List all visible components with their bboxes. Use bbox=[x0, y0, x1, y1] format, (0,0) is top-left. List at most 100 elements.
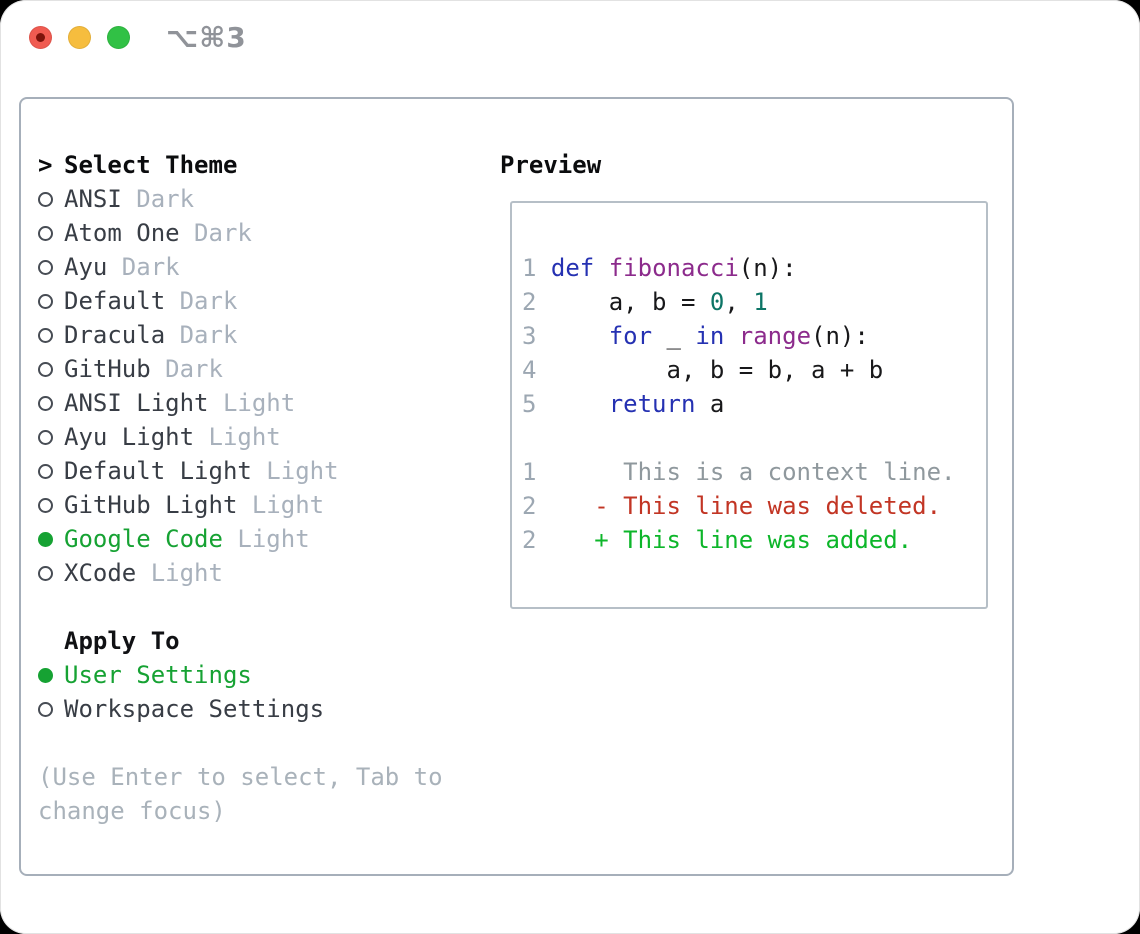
theme-radio-marker bbox=[38, 284, 64, 318]
theme-radio-marker bbox=[38, 522, 64, 556]
line-number: 5 bbox=[522, 390, 551, 418]
radio-unselected-icon bbox=[38, 497, 53, 513]
radio-unselected-icon bbox=[38, 225, 53, 241]
radio-unselected-icon bbox=[38, 395, 53, 411]
theme-option-row-0[interactable]: ANSI Dark bbox=[38, 182, 339, 216]
theme-name: Atom One bbox=[64, 219, 180, 247]
code-token-keyword: in bbox=[695, 322, 725, 350]
code-token-plain bbox=[551, 390, 609, 418]
theme-option-row-11[interactable]: XCode Light bbox=[38, 556, 339, 590]
theme-name: Google Code bbox=[64, 525, 223, 553]
theme-variant-tag: Dark bbox=[107, 253, 180, 281]
theme-radio-marker bbox=[38, 250, 64, 284]
theme-radio-marker bbox=[38, 352, 64, 386]
radio-unselected-icon bbox=[38, 701, 53, 717]
radio-unselected-icon bbox=[38, 565, 53, 581]
traffic-light-close-button[interactable] bbox=[29, 26, 52, 49]
theme-variant-tag: Light bbox=[136, 559, 223, 587]
blank-line bbox=[522, 421, 955, 455]
theme-option-row-2[interactable]: Ayu Dark bbox=[38, 250, 339, 284]
code-token-plain bbox=[551, 322, 609, 350]
cursor-icon: > bbox=[38, 151, 53, 179]
code-token-plain bbox=[594, 254, 608, 282]
code-token-plain: (n): bbox=[738, 254, 797, 282]
apply-to-header: Apply To bbox=[64, 627, 180, 655]
apply-to-header-row: Apply To bbox=[38, 624, 324, 658]
code-token-plain: _ bbox=[652, 322, 696, 350]
line-number: 1 bbox=[522, 458, 537, 486]
diff-text-deleted: - This line was deleted. bbox=[536, 492, 942, 520]
theme-radio-marker bbox=[38, 386, 64, 420]
theme-variant-tag: Dark bbox=[150, 355, 223, 383]
theme-option-row-7[interactable]: Ayu Light Light bbox=[38, 420, 339, 454]
apply-option-row-0[interactable]: User Settings bbox=[38, 658, 324, 692]
theme-name: Ayu bbox=[64, 253, 108, 281]
theme-option-row-10[interactable]: Google Code Light bbox=[38, 522, 339, 556]
theme-variant-tag: Light bbox=[251, 457, 339, 485]
preview-box bbox=[510, 201, 988, 609]
theme-radio-marker bbox=[38, 318, 64, 352]
radio-selected-icon bbox=[38, 667, 53, 683]
theme-option-row-9[interactable]: GitHub Light Light bbox=[38, 488, 339, 522]
theme-variant-tag: Light bbox=[208, 389, 296, 417]
theme-radio-marker bbox=[38, 182, 64, 216]
code-token-function: fibonacci bbox=[608, 254, 739, 282]
code-token-literal: 0 bbox=[709, 288, 725, 316]
code-line-4: 4 a, b = b, a + b bbox=[522, 353, 955, 387]
radio-unselected-icon bbox=[38, 259, 53, 275]
line-number: 2 bbox=[522, 288, 551, 316]
theme-name: Ayu Light bbox=[64, 423, 195, 451]
theme-option-row-8[interactable]: Default Light Light bbox=[38, 454, 339, 488]
radio-unselected-icon bbox=[38, 191, 53, 207]
apply-option-row-1[interactable]: Workspace Settings bbox=[38, 692, 324, 726]
code-token-function: range bbox=[738, 322, 812, 350]
line-number: 2 bbox=[522, 492, 537, 520]
code-line-3: 3 for _ in range(n): bbox=[522, 319, 955, 353]
theme-radio-marker bbox=[38, 420, 64, 454]
theme-name: ANSI bbox=[64, 185, 122, 213]
cursor-marker: > bbox=[38, 148, 64, 182]
select-theme-header-row: > Select Theme bbox=[38, 148, 339, 182]
theme-name: Dracula bbox=[64, 321, 166, 349]
theme-name: XCode bbox=[64, 559, 137, 587]
radio-unselected-icon bbox=[38, 327, 53, 343]
radio-unselected-icon bbox=[38, 429, 53, 445]
code-line-1: 1 def fibonacci(n): bbox=[522, 251, 955, 285]
diff-line-context: 1 This is a context line. bbox=[522, 455, 955, 489]
window-shortcut-label: ⌥⌘3 bbox=[166, 21, 247, 54]
apply-radio-marker bbox=[38, 658, 64, 692]
apply-option-label: Workspace Settings bbox=[64, 695, 325, 723]
line-number: 1 bbox=[522, 254, 551, 282]
theme-radio-marker bbox=[38, 454, 64, 488]
help-text: (Use Enter to select, Tab to change focu… bbox=[38, 763, 443, 825]
traffic-light-minimize-button[interactable] bbox=[68, 26, 91, 49]
theme-variant-tag: Light bbox=[194, 423, 281, 451]
theme-radio-marker bbox=[38, 216, 64, 250]
code-token-plain bbox=[724, 322, 738, 350]
code-line-2: 2 a, b = 0, 1 bbox=[522, 285, 955, 319]
theme-option-row-5[interactable]: GitHub Dark bbox=[38, 352, 339, 386]
theme-name: ANSI Light bbox=[64, 389, 209, 417]
theme-variant-tag: Light bbox=[237, 491, 325, 519]
theme-name: GitHub bbox=[64, 355, 151, 383]
apply-to-header-spacer bbox=[38, 624, 64, 658]
theme-option-row-4[interactable]: Dracula Dark bbox=[38, 318, 339, 352]
code-token-keyword: return bbox=[608, 390, 696, 418]
theme-option-row-3[interactable]: Default Dark bbox=[38, 284, 339, 318]
theme-option-row-1[interactable]: Atom One Dark bbox=[38, 216, 339, 250]
line-number: 3 bbox=[522, 322, 551, 350]
code-token-plain: , bbox=[724, 288, 754, 316]
theme-option-row-6[interactable]: ANSI Light Light bbox=[38, 386, 339, 420]
code-token-plain: (n): bbox=[811, 322, 869, 350]
diff-text-added: + This line was added. bbox=[536, 526, 913, 554]
theme-radio-marker bbox=[38, 488, 64, 522]
apply-radio-marker bbox=[38, 692, 64, 726]
theme-name: GitHub Light bbox=[64, 491, 238, 519]
traffic-light-zoom-button[interactable] bbox=[107, 26, 130, 49]
diff-line-added: 2 + This line was added. bbox=[522, 523, 955, 557]
radio-selected-icon bbox=[38, 531, 53, 547]
theme-name: Default bbox=[64, 287, 166, 315]
